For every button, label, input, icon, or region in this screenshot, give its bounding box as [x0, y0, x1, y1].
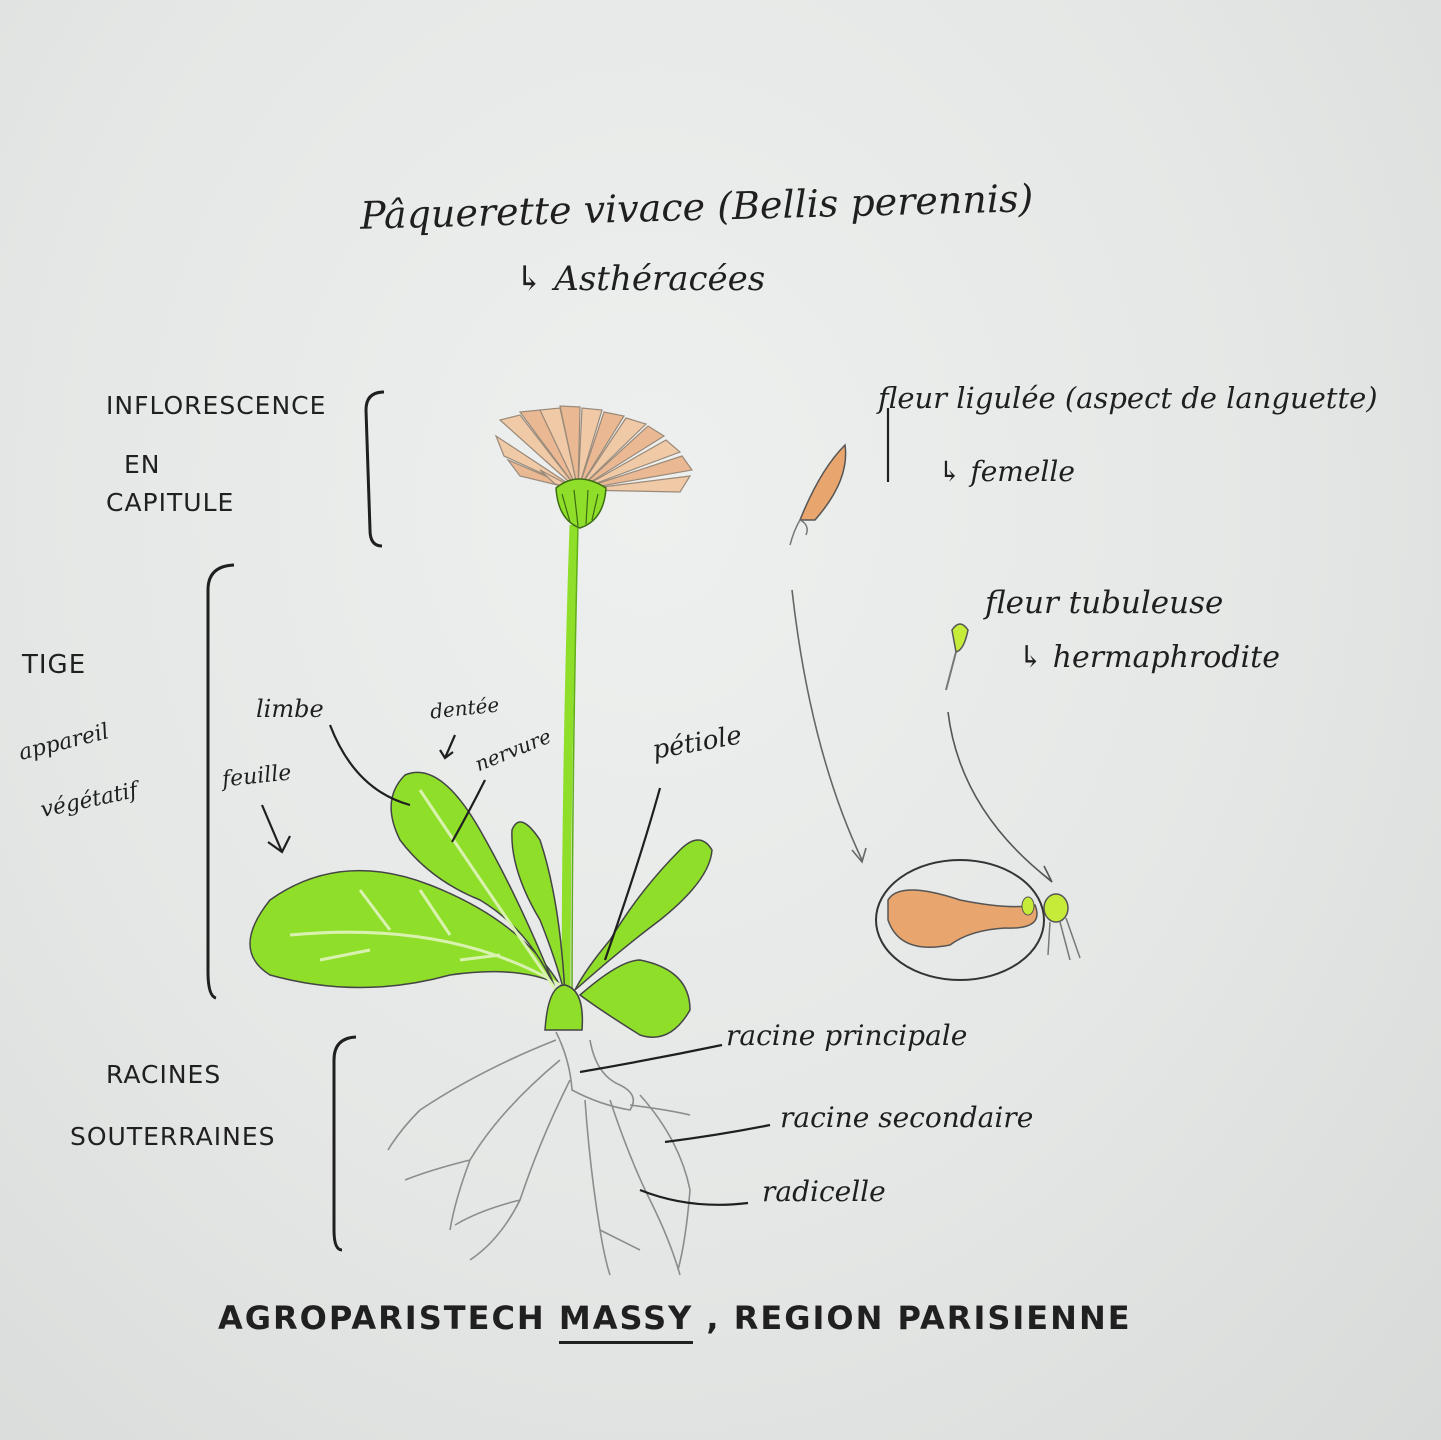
- section-racines-line1: RACINES: [106, 1060, 222, 1089]
- flower-stem: [561, 524, 579, 1021]
- dentee-arrow: [439, 734, 457, 760]
- label-fleur-tubuleuse-sex: ↳ hermaphrodite: [1018, 640, 1280, 675]
- right-leaf: [574, 839, 713, 991]
- flower-detail-circle: [875, 859, 1081, 981]
- base-leaf: [544, 984, 584, 1031]
- limbe-leader: [328, 724, 411, 807]
- capitulum: [494, 405, 694, 493]
- label-racine-principale: racine principale: [726, 1019, 968, 1052]
- label-fleur-ligulee-sex: ↳ femelle: [938, 455, 1075, 488]
- footer-before: AGROPARISTECH: [218, 1299, 559, 1337]
- ligulate-flower: [789, 443, 867, 864]
- label-radicelle: radicelle: [762, 1175, 886, 1208]
- section-inflorescence-line3: CAPITULE: [106, 488, 235, 517]
- section-tige: TIGE: [22, 650, 87, 680]
- racines-bracket: [332, 1035, 357, 1252]
- racine-principale-leader: [579, 1043, 723, 1074]
- footer-underlined: MASSY: [558, 1299, 694, 1344]
- section-racines-line2: SOUTERRAINES: [70, 1122, 276, 1151]
- feuille-arrow: [260, 804, 291, 854]
- section-inflorescence-line1: INFLORESCENCE: [106, 391, 327, 420]
- inner-leaf: [511, 821, 566, 996]
- inflorescence-bracket: [364, 390, 385, 548]
- radicelle-leader: [639, 1188, 749, 1206]
- tige-bracket: [206, 563, 235, 1000]
- family-name: ↳ Asthéracées: [515, 259, 766, 299]
- nervure-leader: [451, 779, 486, 843]
- label-fleur-tubuleuse: fleur tubuleuse: [985, 585, 1224, 621]
- section-inflorescence-line2: EN: [124, 450, 161, 479]
- petiole-leader: [603, 787, 662, 961]
- roots: [387, 1031, 691, 1276]
- upper-left-leaf: [390, 771, 557, 991]
- footer-location: AGROPARISTECH MASSY , REGION PARISIENNE: [218, 1299, 1132, 1344]
- rosette-leaves: [249, 771, 713, 1038]
- footer-after: , REGION PARISIENNE: [693, 1299, 1132, 1337]
- label-fleur-ligulee: fleur ligulée (aspect de languette): [878, 381, 1378, 415]
- involucre: [555, 478, 607, 529]
- label-limbe: limbe: [256, 695, 324, 723]
- label-racine-secondaire: racine secondaire: [780, 1101, 1034, 1134]
- lower-right-leaf: [578, 959, 691, 1038]
- root-crown: [555, 1031, 635, 1111]
- tubular-flower: [945, 623, 1053, 883]
- racine-secondaire-leader: [664, 1123, 771, 1144]
- leader-lines: [260, 408, 890, 1206]
